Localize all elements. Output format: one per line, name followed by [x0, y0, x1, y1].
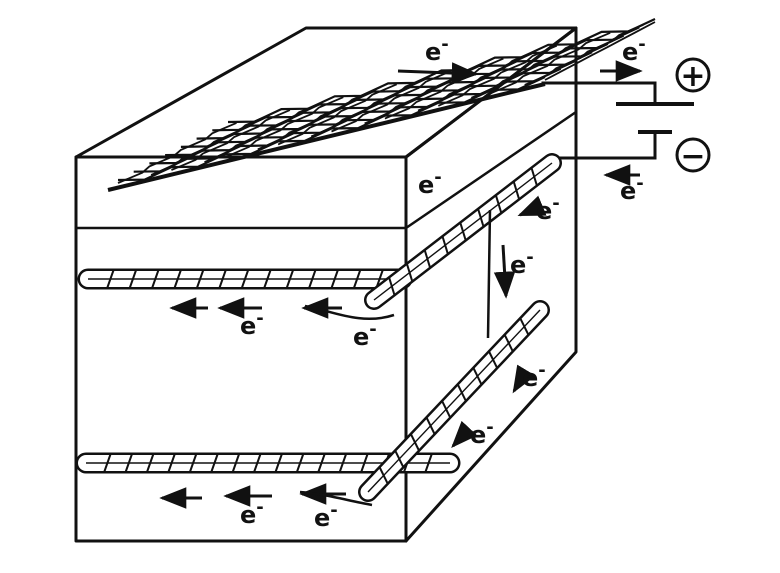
electron-label-upper-rebar: e- [240, 308, 264, 340]
embedded-connection-wire [486, 209, 492, 339]
mesh-ribbon-lower [107, 82, 546, 192]
arrow-side-lower-1 [512, 364, 536, 394]
lower-transverse-rebar [358, 300, 550, 502]
current-path-upper [304, 304, 395, 320]
mesh-cross-strand [524, 23, 644, 86]
mesh-cross-strand [310, 75, 431, 138]
electron-label-lower-rebar-1: e- [240, 497, 264, 529]
positive-sign: + [680, 59, 705, 94]
negative-terminal-icon [675, 137, 711, 173]
cover-layer-line-side [405, 110, 577, 230]
electron-label-side-lower-1: e- [522, 360, 546, 392]
electron-labels: e- e- e- e- e- e- e- e- e- e- e- e- [240, 34, 646, 532]
arrow-side-upper [517, 195, 547, 217]
electron-label-lower-rebar-2: e- [314, 500, 338, 532]
block-side-face [404, 26, 578, 543]
negative-sign: − [680, 139, 705, 174]
arrow-vertical-wire [493, 244, 516, 299]
electron-label-mesh-side: e- [418, 167, 442, 199]
battery [541, 57, 711, 173]
mesh-cross-strand [277, 83, 398, 146]
electron-label-vertical: e- [510, 247, 534, 279]
mesh-cross-strand [257, 88, 377, 151]
positive-lead-wire [541, 81, 657, 106]
mesh-cross-strand [470, 36, 591, 99]
arrow-side-lower-2 [451, 420, 478, 448]
rebar-cathodes [75, 153, 562, 502]
negative-lead-wire [558, 130, 657, 160]
mesh-cross-strand [491, 31, 611, 94]
mesh-cross-strand [224, 96, 344, 159]
concrete-block [74, 26, 578, 543]
mesh-cross-strand [437, 44, 558, 107]
positive-terminal-icon [675, 57, 711, 93]
electron-label-lead-negative: e- [620, 173, 644, 205]
upper-transverse-rebar [364, 153, 562, 310]
electron-label-upper-junction: e- [353, 319, 377, 351]
electron-label-top: e- [425, 34, 449, 66]
electron-flow-arrows [159, 60, 643, 509]
arrow-top-mesh [397, 62, 479, 84]
mesh-cross-strand [544, 21, 656, 81]
electron-label-side-upper: e- [536, 193, 560, 225]
mesh-cross-strand [331, 70, 451, 133]
upper-horizontal-rebar [77, 268, 413, 290]
mesh-cross-strand [204, 101, 324, 163]
mesh-cross-strand [171, 109, 291, 171]
electron-label-lead-positive: e- [622, 34, 646, 66]
current-path-lower [299, 490, 373, 507]
electron-label-side-lower-2: e- [470, 417, 494, 449]
mesh-cross-strand [117, 122, 237, 184]
mesh-cross-strand [150, 114, 270, 176]
